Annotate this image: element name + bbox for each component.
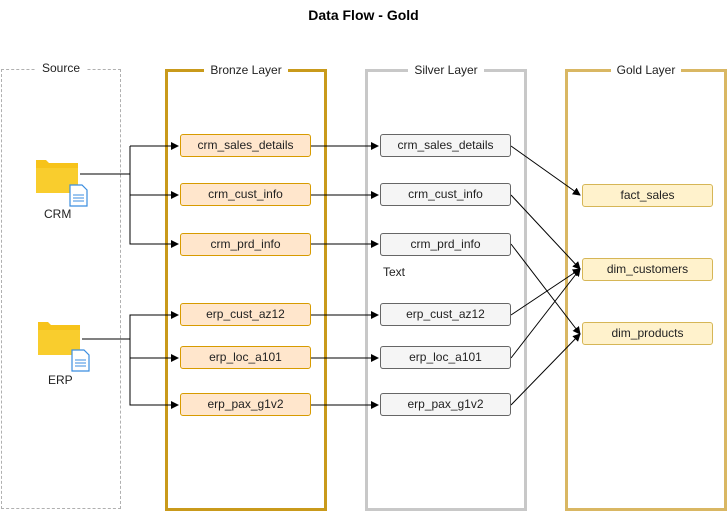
source-layer: Source: [1, 61, 121, 509]
silver-node-crm-prd-info[interactable]: crm_prd_info: [380, 233, 511, 256]
source-layer-label: Source: [35, 61, 87, 75]
silver-layer-label: Silver Layer: [408, 63, 484, 77]
gold-layer-label: Gold Layer: [610, 63, 682, 77]
bronze-node-crm-cust-info[interactable]: crm_cust_info: [180, 183, 311, 206]
diagram-title: Data Flow - Gold: [308, 7, 419, 23]
bronze-node-crm-sales-details[interactable]: crm_sales_details: [180, 134, 311, 157]
silver-node-crm-sales-details[interactable]: crm_sales_details: [380, 134, 511, 157]
silver-node-erp-cust-az12[interactable]: erp_cust_az12: [380, 303, 511, 326]
silver-node-crm-cust-info[interactable]: crm_cust_info: [380, 183, 511, 206]
crm-source-label: CRM: [44, 207, 72, 221]
silver-layer: Silver Layer: [365, 63, 527, 511]
bronze-node-crm-prd-info[interactable]: crm_prd_info: [180, 233, 311, 256]
bronze-layer: Bronze Layer: [165, 63, 327, 511]
bronze-node-erp-pax-g1v2[interactable]: erp_pax_g1v2: [180, 393, 311, 416]
erp-source-label: ERP: [48, 373, 73, 387]
crm-to-bronze-connector: [80, 146, 131, 175]
erp-document-icon: [71, 349, 90, 372]
gold-node-fact-sales[interactable]: fact_sales: [582, 184, 713, 207]
silver-node-erp-pax-g1v2[interactable]: erp_pax_g1v2: [380, 393, 511, 416]
gold-node-dim-customers[interactable]: dim_customers: [582, 258, 713, 281]
bronze-node-erp-loc-a101[interactable]: erp_loc_a101: [180, 346, 311, 369]
gold-layer: Gold Layer: [565, 63, 727, 511]
erp-to-bronze-connector: [82, 311, 179, 340]
silver-node-erp-loc-a101[interactable]: erp_loc_a101: [380, 346, 511, 369]
crm-document-icon: [69, 184, 88, 207]
bronze-layer-label: Bronze Layer: [204, 63, 288, 77]
gold-node-dim-products[interactable]: dim_products: [582, 322, 713, 345]
free-text-label: Text: [383, 265, 406, 279]
bronze-node-erp-cust-az12[interactable]: erp_cust_az12: [180, 303, 311, 326]
